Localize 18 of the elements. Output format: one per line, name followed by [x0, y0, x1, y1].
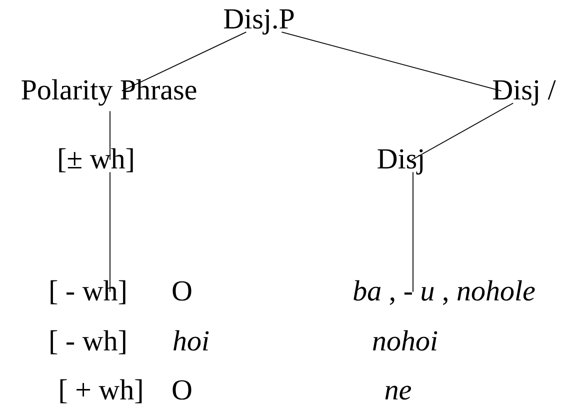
example-text: nohoi	[373, 330, 438, 351]
tree-node-label: ba , - u , nohole	[354, 280, 535, 305]
tree-branch	[121, 32, 247, 92]
tree-node-label: Disj /	[493, 80, 556, 106]
tree-node-label: [ - wh]	[50, 280, 126, 304]
tree-node-label: Disj.P	[224, 9, 294, 35]
tree-node-label: [± wh]	[59, 148, 133, 172]
tree-node-label: Polarity Phrase	[22, 79, 196, 106]
example-text: [ + wh]	[60, 379, 142, 404]
example-text: ne	[385, 386, 412, 400]
example-text: hoi	[174, 330, 209, 351]
tree-branch	[411, 102, 514, 160]
example-text: O	[172, 380, 192, 400]
example-text: O	[172, 281, 192, 301]
tree-branch	[281, 32, 502, 92]
tree-node-label: Disj	[378, 149, 423, 175]
example-text: [ - wh]	[50, 330, 126, 354]
tree-branch	[412, 172, 414, 292]
